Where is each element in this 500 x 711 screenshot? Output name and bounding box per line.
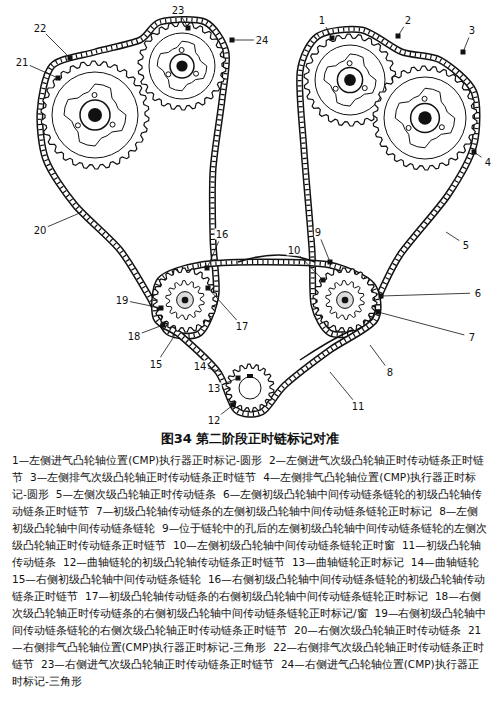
primary-chain	[155, 262, 379, 414]
callout-number: 18	[127, 331, 142, 342]
callout-number: 20	[33, 225, 48, 236]
key-entry: 23—右侧进气次级凸轮轴正时传动链条正时链节	[41, 658, 274, 670]
right-secondary-chain	[40, 20, 227, 337]
key-entry: 17—初级凸轮轴传动链条的右侧初级凸轮轴中间传动链条链轮正时标记	[85, 590, 428, 602]
callout-number: 9	[314, 227, 322, 238]
camshaft-actuator-sprocket	[138, 22, 226, 110]
intermediate-sprocket	[153, 268, 217, 332]
chain-guide	[238, 255, 315, 262]
callout-number: 3	[468, 25, 476, 36]
leader-line	[221, 378, 238, 385]
leader-line	[381, 293, 470, 296]
key-entry: 1—左侧进气凸轮轴位置(CMP)执行器正时标记-圆形	[12, 454, 262, 466]
callout-number: 2	[404, 15, 412, 26]
callout-number: 4	[484, 157, 492, 168]
leader-line	[321, 239, 330, 262]
leader-line	[330, 372, 353, 400]
leader-line	[160, 335, 175, 357]
leader-line	[300, 256, 323, 280]
callout-number: 15	[149, 359, 164, 370]
key-entry: 7—初级凸轮轴传动链条的左侧初级凸轮轴中间传动链条链轮正时标记	[96, 505, 432, 517]
crankshaft-sprocket	[226, 364, 274, 412]
leader-line	[220, 405, 233, 415]
leader-line	[208, 288, 237, 320]
leader-line	[463, 37, 469, 52]
callout-number: 5	[462, 240, 470, 251]
key-entry: 5—左侧次级凸轮轴正时传动链条	[56, 488, 216, 500]
callout-number: 6	[474, 288, 482, 299]
callout-number: 22	[33, 23, 48, 34]
key-list: 1—左侧进气凸轮轴位置(CMP)执行器正时标记-圆形2—左侧进气次级凸轮轴正时传…	[12, 452, 488, 690]
leader-line	[130, 302, 161, 308]
callout-number: 11	[351, 401, 366, 412]
key-entry: 3—左侧排气次级凸轮轴正时传动链条正时链节	[30, 471, 256, 483]
leader-line	[398, 27, 404, 36]
leader-line	[232, 40, 254, 41]
callout-number: 1	[318, 15, 326, 26]
callout-number: 7	[468, 332, 476, 343]
leader-line	[46, 34, 70, 58]
key-entry: 14—曲轴链轮	[411, 556, 479, 568]
camshaft-actuator-sprocket	[41, 61, 149, 169]
callout-number: 24	[255, 35, 270, 46]
callout-number: 12	[207, 415, 222, 426]
figure-title: 图34 第二阶段正时链标记对准	[0, 430, 500, 448]
key-entry: 10—左侧初级凸轮轴中间传动链条链轮正时窗	[173, 539, 395, 551]
leader-line	[182, 17, 188, 28]
leader-line	[326, 27, 332, 38]
key-entry: 13—曲轴链轮正时标记	[292, 556, 404, 568]
key-entry: 12—曲轴链轮的初级凸轮轴传动链条正时链节	[63, 556, 285, 568]
callout-number: 10	[287, 245, 302, 256]
camshaft-actuator-sprocket	[373, 66, 477, 170]
intermediate-sprocket	[313, 268, 377, 332]
callout-number: 23	[171, 5, 186, 16]
leader-line	[446, 232, 459, 241]
leader-line	[370, 345, 385, 366]
callout-number: 17	[235, 321, 250, 332]
chain-guide	[300, 330, 352, 360]
leader-line	[207, 241, 219, 268]
left-secondary-chain	[300, 29, 477, 334]
key-entry: 20—右侧次级凸轮轴正时传动链条	[294, 624, 461, 636]
callout-number: 21	[15, 57, 30, 68]
callout-number: 16	[215, 229, 230, 240]
leader-line	[378, 312, 464, 335]
timing-chain-illustration	[0, 0, 500, 430]
leader-line	[141, 325, 163, 333]
callout-number: 8	[386, 367, 394, 378]
leader-line	[474, 152, 481, 157]
callout-number: 14	[193, 361, 208, 372]
leader-line	[208, 368, 222, 372]
callout-number: 19	[115, 295, 130, 306]
callout-number: 13	[207, 383, 222, 394]
key-entry: 15—右侧初级凸轮轴中间传动链条链轮	[12, 573, 201, 585]
leader-line	[29, 65, 58, 78]
leader-line	[47, 212, 82, 227]
